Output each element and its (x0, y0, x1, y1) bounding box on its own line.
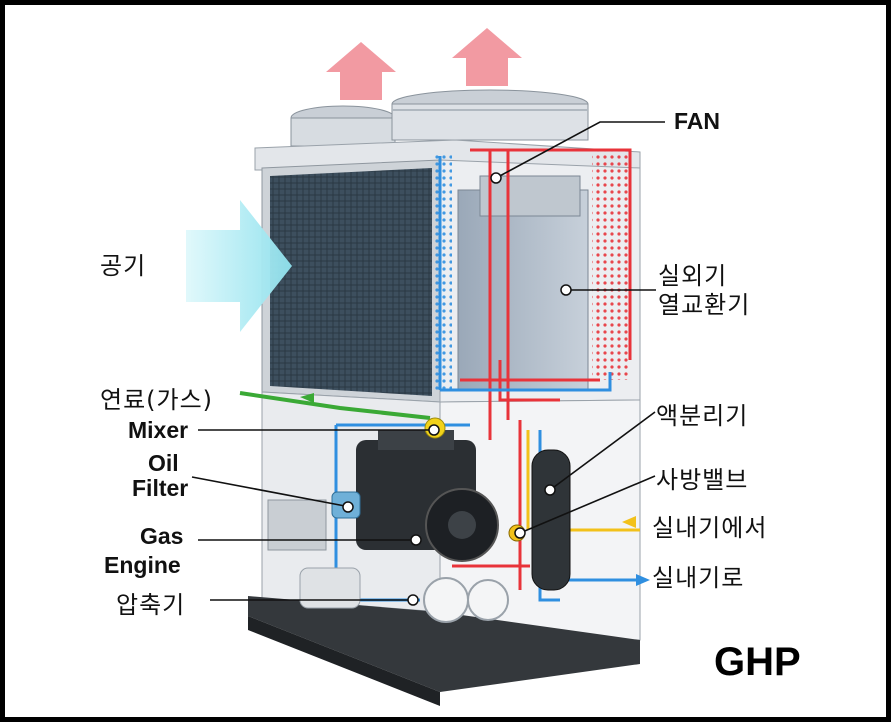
leader-oil-filter (191, 476, 346, 507)
compressor (299, 567, 509, 623)
side-box (267, 499, 327, 551)
indoor-arrows (622, 516, 650, 586)
air-intake-arrow (186, 200, 292, 332)
filter-label: Filter (132, 475, 189, 501)
fuel-gas-label: 연료(가스) (100, 386, 214, 414)
oil-label: Oil (148, 450, 179, 476)
from-indoor-label: 실내기에서 (652, 514, 768, 542)
outdoor-hx-label-line1: 실외기 (658, 262, 728, 290)
ghp-title: GHP (714, 640, 801, 684)
leader-four-way-valve (519, 475, 656, 534)
accumulator-label: 액분리기 (656, 402, 749, 430)
engine-label: Engine (104, 552, 181, 578)
leader-lines (191, 121, 665, 601)
anchor-dots (342, 172, 572, 606)
mixer-label: Mixer (128, 417, 189, 443)
to-indoor-label: 실내기로 (652, 564, 745, 592)
gas-engine (356, 430, 499, 562)
leader-accumulator (549, 411, 656, 491)
hot-refrigerant-piping (452, 148, 632, 590)
gas-label: Gas (140, 523, 184, 549)
exhaust-arrow-left (326, 42, 396, 100)
leader-fan (495, 121, 665, 179)
four-way-valve-label: 사방밸브 (656, 466, 749, 494)
right-coil-heat-exchanger (432, 150, 641, 403)
from-indoor-arrow (622, 516, 636, 528)
fan-housing (290, 89, 589, 147)
to-indoor-arrow (636, 574, 650, 586)
fan-label: FAN (674, 108, 720, 134)
left-coil-heat-exchanger (261, 159, 441, 403)
compressor-label: 압축기 (116, 591, 186, 619)
air-label: 공기 (100, 252, 147, 280)
exhaust-arrow-right (452, 28, 522, 86)
outdoor-hx-label-line2: 열교환기 (658, 291, 751, 319)
gas-fuel-line (239, 391, 431, 420)
